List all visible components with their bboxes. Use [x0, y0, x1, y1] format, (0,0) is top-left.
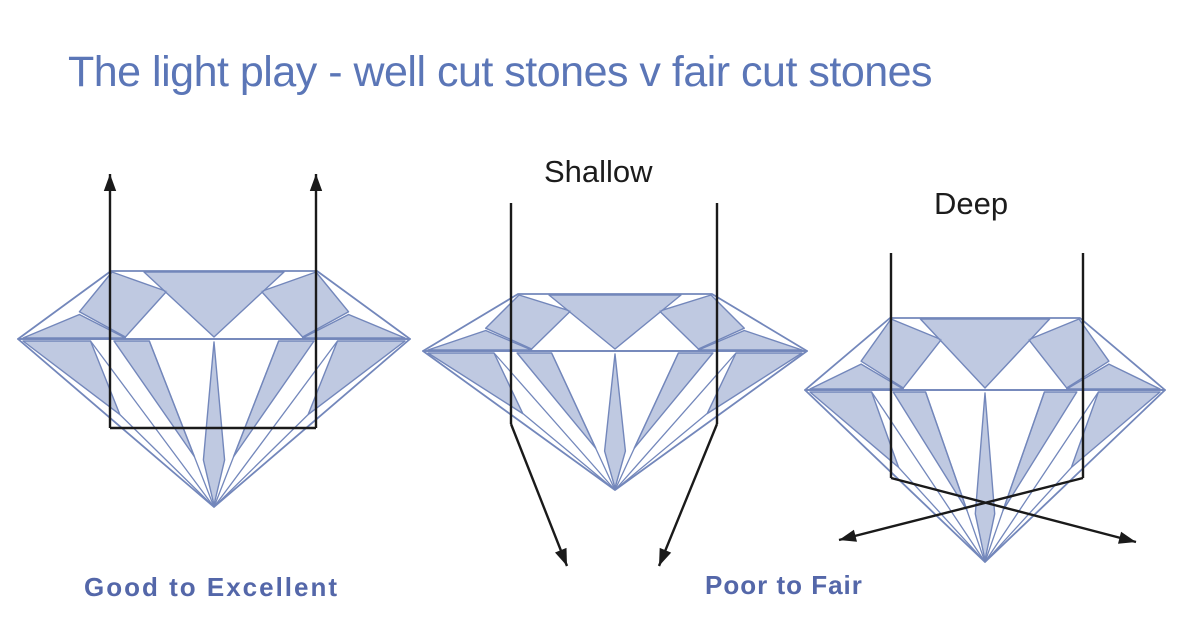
label-good-to-excellent: Good to Excellent [84, 572, 340, 602]
light-arrowhead [659, 547, 672, 566]
stone-shallow [422, 293, 808, 491]
light-path-deep [838, 253, 1137, 544]
stone-deep [804, 317, 1166, 563]
light-arrowhead [555, 547, 567, 566]
label-deep-cut: Deep [934, 186, 1009, 221]
diagram-title: The light play - well cut stones v fair … [68, 48, 933, 96]
light-arrowhead [1118, 531, 1136, 544]
light-path-shallow [509, 203, 719, 567]
light-path-well-cut [103, 174, 323, 430]
light-arrowhead [103, 174, 117, 191]
light-arrowhead [839, 529, 857, 542]
light-arrowhead [309, 174, 323, 191]
label-shallow-cut: Shallow [544, 154, 653, 189]
stone-well-cut [17, 270, 411, 508]
label-poor-to-fair: Poor to Fair [705, 570, 863, 600]
